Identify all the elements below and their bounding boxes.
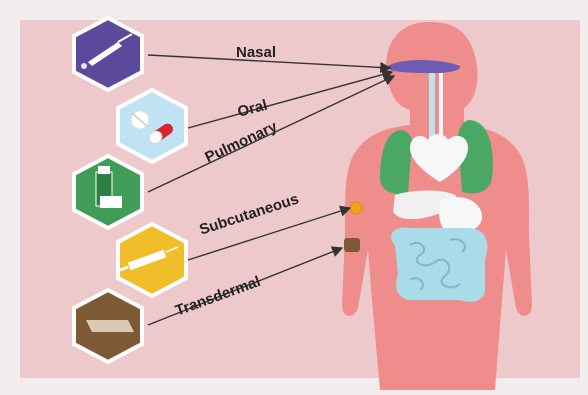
intestines (391, 227, 487, 301)
pill-capsule-icon (118, 90, 186, 162)
subcutaneous-target (350, 202, 362, 214)
inhaler-icon (74, 156, 142, 228)
nasal-spray-icon (74, 18, 142, 90)
transdermal-target (344, 238, 360, 252)
syringe-icon (118, 224, 186, 296)
label-nasal: Nasal (236, 44, 276, 61)
patch-icon (74, 290, 142, 362)
